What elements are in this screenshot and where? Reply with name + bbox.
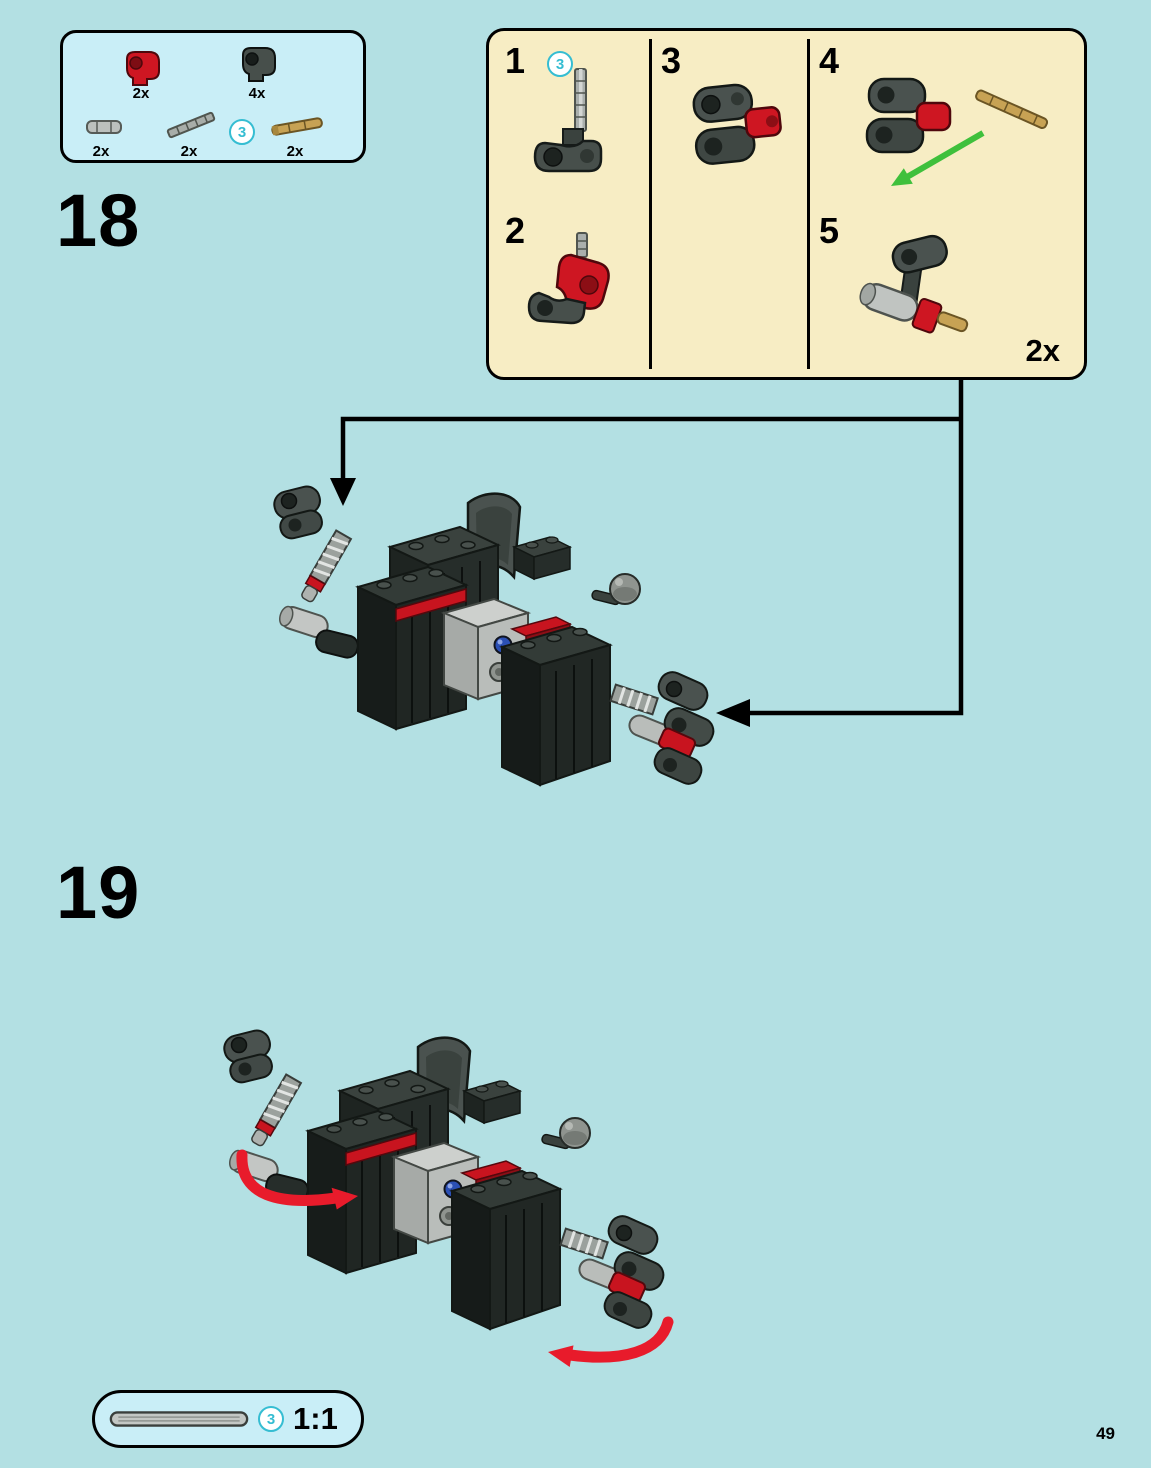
- step-19-number: 19: [56, 851, 141, 934]
- insert-arrow-icon: [891, 130, 985, 186]
- scale-ratio-label: 1:1: [293, 1401, 338, 1436]
- dark-connector-icon: [242, 47, 276, 82]
- part-count: 4x: [248, 85, 266, 102]
- substeps-box: 1 3 2 3: [486, 28, 1087, 380]
- part-count: 2x: [180, 143, 198, 160]
- column-divider: [807, 39, 810, 369]
- assembly-count: 2x: [1025, 333, 1060, 368]
- substep-2-diagram: [527, 232, 610, 325]
- part-3-badge: 3: [229, 119, 255, 145]
- gray-axle-icon: [166, 111, 216, 139]
- substep-4-diagram: [865, 77, 1049, 186]
- guide-line: [750, 380, 964, 716]
- substep-2-label: 2: [505, 210, 526, 251]
- substep-5-label: 5: [819, 210, 840, 251]
- red-connector-icon: [126, 51, 160, 86]
- gold-axle: [975, 89, 1049, 130]
- substep-1-label: 1: [505, 40, 526, 81]
- column-divider: [649, 39, 652, 369]
- part-count: 2x: [132, 85, 150, 102]
- substep-3-diagram: [692, 83, 782, 165]
- substep-4-label: 4: [819, 40, 840, 81]
- gray-pin-icon: [86, 120, 122, 134]
- substep-3-label: 3: [661, 40, 682, 81]
- step-18-number: 18: [56, 179, 141, 262]
- step18-assembly-diagram: [270, 482, 720, 790]
- substep-1-axle-badge: 3: [547, 51, 573, 77]
- scale-part-badge: 3: [258, 1406, 284, 1432]
- parts-callout-box: 2x 4x 2x 2x 3: [60, 30, 366, 163]
- part-count: 2x: [286, 143, 304, 160]
- gold-pin-icon: [271, 117, 323, 136]
- page-number: 49: [1096, 1424, 1115, 1443]
- axle-actual-size-icon: [109, 1411, 249, 1427]
- guide-line: [340, 416, 961, 481]
- part-count: 2x: [92, 143, 110, 160]
- step19-assembly-diagram: [220, 1026, 670, 1334]
- substep-5-diagram: [859, 234, 969, 334]
- substep-1-diagram: [533, 68, 603, 173]
- scale-1to1-box: 3 1:1: [92, 1390, 364, 1448]
